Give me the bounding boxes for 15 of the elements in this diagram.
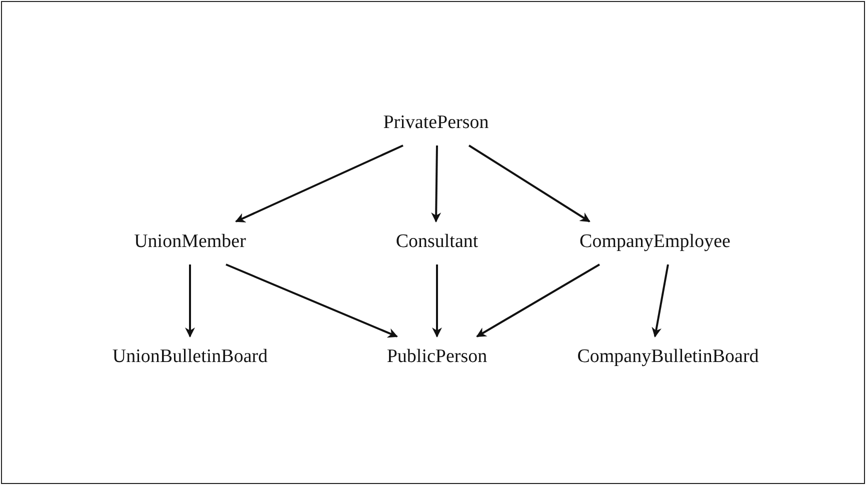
arrow xyxy=(185,264,195,338)
class-name-label: CompanyBulletinBoard xyxy=(577,346,759,367)
class-name-label: Consultant xyxy=(396,230,478,252)
class-name-label: UnionMember xyxy=(134,230,246,252)
arrow xyxy=(476,264,600,338)
arrow xyxy=(652,264,669,338)
class-name-label: PublicPerson xyxy=(386,346,488,367)
class-name-label: UnionBulletinBoard xyxy=(112,346,268,367)
arrow xyxy=(235,144,404,222)
class-name-label: PrivatePerson xyxy=(383,112,489,133)
arrow xyxy=(468,144,590,222)
arrow xyxy=(432,264,442,338)
arrow xyxy=(431,145,442,222)
arrow xyxy=(226,264,398,338)
class-name-label: CompanyEmployee xyxy=(580,230,730,252)
